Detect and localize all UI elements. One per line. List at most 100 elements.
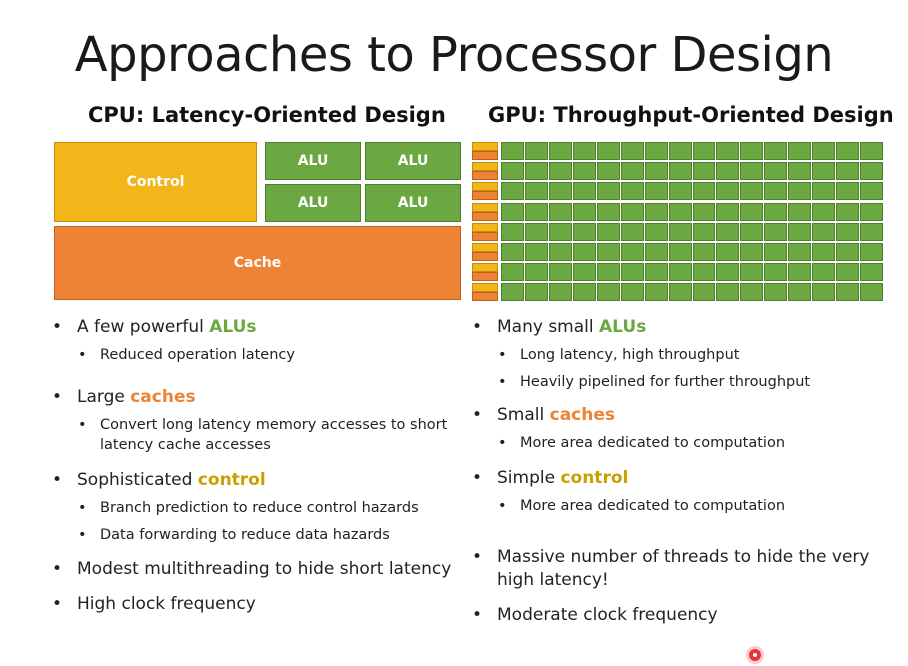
- gpu-alu-cell: [548, 182, 572, 201]
- gpu-alu-cell: [692, 182, 716, 201]
- gpu-alu-cell: [548, 222, 572, 241]
- keyword-highlight: caches: [130, 387, 196, 407]
- gpu-alu-cell: [716, 263, 740, 282]
- gpu-alu-cell: [812, 182, 836, 201]
- gpu-core-row: [472, 243, 884, 261]
- gpu-alu-cell: [501, 182, 524, 201]
- gpu-alu-cell: [836, 142, 860, 160]
- gpu-alu-cell: [620, 263, 644, 282]
- keyword-highlight: ALUs: [209, 317, 257, 337]
- gpu-alu-cell: [836, 162, 860, 181]
- gpu-core-row: [472, 182, 884, 201]
- gpu-alu-cell: [740, 243, 764, 261]
- sub-bullet-item: Reduced operation latency: [52, 345, 452, 365]
- gpu-alu-cell: [788, 182, 812, 201]
- gpu-control-cell: [472, 283, 498, 293]
- gpu-alu-cell: [644, 182, 668, 201]
- gpu-alu-cell: [812, 283, 836, 302]
- gpu-alu-cell: [668, 283, 692, 302]
- gpu-alu-cell: [716, 142, 740, 160]
- gpu-alu-cell: [836, 263, 860, 282]
- bullet-item: Moderate clock frequency: [472, 604, 892, 627]
- gpu-alu-cell: [716, 182, 740, 201]
- gpu-cache-cell: [472, 191, 498, 201]
- gpu-cache-cell: [472, 211, 498, 221]
- gpu-alu-cell: [572, 283, 596, 302]
- gpu-alu-cell: [524, 162, 548, 181]
- gpu-alu-cell: [740, 263, 764, 282]
- gpu-alu-cell: [644, 283, 668, 302]
- gpu-alu-cell: [836, 243, 860, 261]
- gpu-alu-cell: [860, 283, 883, 302]
- gpu-cache-cell: [472, 292, 498, 302]
- gpu-alu-cell: [860, 162, 883, 181]
- bullet-text: Modest multithreading to hide short late…: [77, 559, 452, 579]
- gpu-alu-cell: [524, 263, 548, 282]
- gpu-alu-cell: [812, 202, 836, 221]
- gpu-alu-cell: [644, 142, 668, 160]
- gpu-alu-cell: [668, 243, 692, 261]
- gpu-alu-cell: [764, 182, 788, 201]
- gpu-alu-cell: [716, 243, 740, 261]
- gpu-alu-cell: [668, 182, 692, 201]
- gpu-core-row: [472, 142, 884, 160]
- gpu-control-cell: [472, 162, 498, 172]
- gpu-alu-cell: [716, 222, 740, 241]
- gpu-alu-cell: [596, 182, 620, 201]
- gpu-alu-cell: [524, 222, 548, 241]
- bullet-text: High clock frequency: [77, 594, 256, 614]
- gpu-cache-cell: [472, 272, 498, 282]
- gpu-alu-cell: [788, 222, 812, 241]
- gpu-alu-cell: [740, 162, 764, 181]
- bullet-item: A few powerful ALUs: [52, 316, 452, 339]
- sub-bullet-item: Branch prediction to reduce control haza…: [52, 498, 452, 518]
- bullet-item: Many small ALUs: [472, 316, 892, 339]
- bullet-text: Massive number of threads to hide the ve…: [497, 547, 870, 590]
- gpu-alu-cell: [548, 162, 572, 181]
- gpu-core-row: [472, 202, 884, 221]
- gpu-core-row: [472, 222, 884, 241]
- gpu-alu-cell: [860, 202, 883, 221]
- gpu-alu-cell: [644, 202, 668, 221]
- gpu-alu-cell: [812, 263, 836, 282]
- gpu-alu-cell: [501, 142, 524, 160]
- gpu-heading: GPU: Throughput-Oriented Design: [488, 103, 894, 127]
- gpu-alu-cell: [836, 202, 860, 221]
- gpu-alu-cell: [644, 263, 668, 282]
- gpu-alu-cell: [524, 142, 548, 160]
- gpu-alu-cell: [620, 162, 644, 181]
- gpu-alu-cell: [548, 283, 572, 302]
- gpu-alu-cell: [788, 202, 812, 221]
- gpu-alu-cell: [524, 202, 548, 221]
- gpu-alu-cell: [596, 142, 620, 160]
- gpu-alu-cell: [668, 263, 692, 282]
- gpu-alu-cell: [620, 243, 644, 261]
- gpu-alu-cell: [501, 263, 524, 282]
- gpu-alu-cell: [668, 142, 692, 160]
- gpu-alu-cell: [596, 263, 620, 282]
- bullet-item: Massive number of threads to hide the ve…: [472, 546, 892, 592]
- gpu-alu-cell: [860, 182, 883, 201]
- sub-bullet-item: Data forwarding to reduce data hazards: [52, 525, 452, 545]
- gpu-alu-cell: [620, 202, 644, 221]
- gpu-alu-cell: [668, 202, 692, 221]
- gpu-alu-cell: [740, 222, 764, 241]
- bullet-item: Sophisticated control: [52, 469, 452, 492]
- gpu-alu-cell: [524, 182, 548, 201]
- gpu-cache-cell: [472, 231, 498, 241]
- gpu-alu-cell: [764, 222, 788, 241]
- gpu-diagram: [472, 142, 884, 302]
- gpu-alu-cell: [548, 263, 572, 282]
- gpu-alu-cell: [812, 162, 836, 181]
- bullet-item: Small caches: [472, 404, 892, 427]
- gpu-alu-cell: [572, 162, 596, 181]
- gpu-cache-cell: [472, 151, 498, 160]
- gpu-alu-cell: [860, 142, 883, 160]
- gpu-alu-cell: [860, 263, 883, 282]
- bullet-item: Simple control: [472, 467, 892, 490]
- gpu-alu-cell: [596, 243, 620, 261]
- cpu-alu-block: ALU: [365, 184, 461, 222]
- gpu-alu-cell: [812, 222, 836, 241]
- gpu-alu-cell: [548, 142, 572, 160]
- cpu-cache-block: Cache: [54, 226, 461, 300]
